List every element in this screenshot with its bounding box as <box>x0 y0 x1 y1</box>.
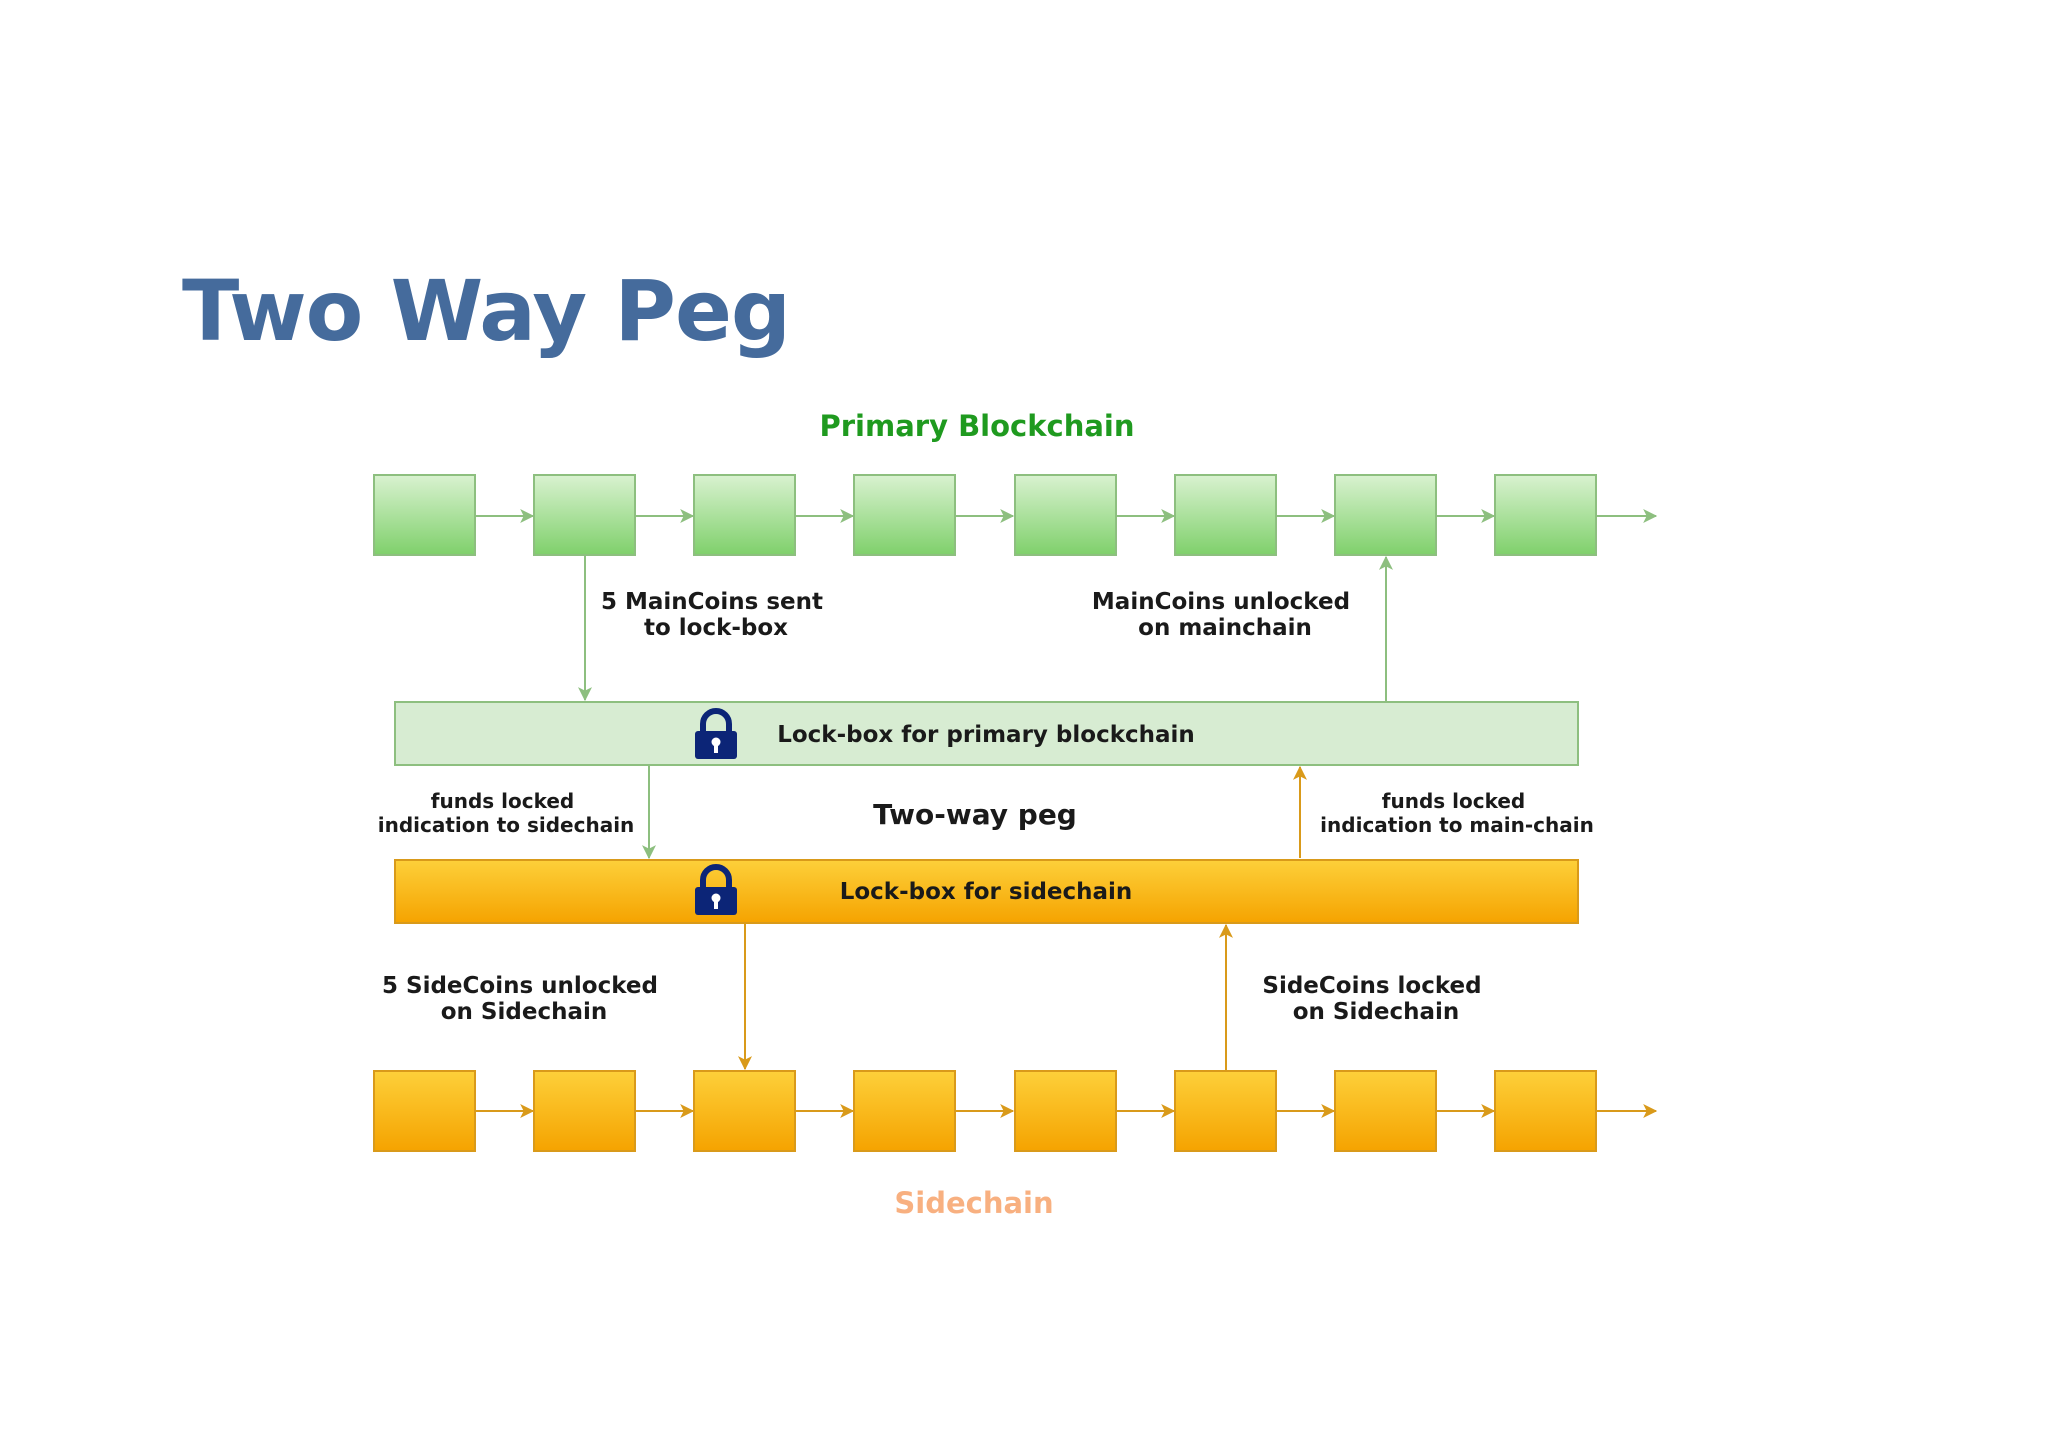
side-block <box>1014 1070 1117 1152</box>
primary-block <box>693 474 796 556</box>
lockbox-sidechain <box>394 859 1579 924</box>
side-block <box>533 1070 636 1152</box>
primary-block <box>1334 474 1437 556</box>
primary-chain-label: Primary Blockchain <box>819 409 1134 443</box>
funds-locked-to-sidechain-annotation: funds locked indication to sidechain <box>378 789 635 837</box>
sidecoins-unlocked-annotation: 5 SideCoins unlocked on Sidechain <box>382 973 666 1025</box>
side-block <box>1494 1070 1597 1152</box>
primary-block <box>373 474 476 556</box>
slide-title: Two Way Peg <box>182 262 791 360</box>
padlock-icon <box>695 708 737 759</box>
peg-label: Two-way peg <box>873 798 1077 831</box>
primary-block <box>1494 474 1597 556</box>
primary-block <box>533 474 636 556</box>
padlock-icon <box>695 864 737 915</box>
lockbox-sidechain-label: Lock-box for sidechain <box>840 879 1133 905</box>
side-block <box>373 1070 476 1152</box>
primary-block <box>853 474 956 556</box>
primary-lockbox-arrows <box>578 555 1393 702</box>
side-block <box>1174 1070 1277 1152</box>
sidechain <box>373 1070 1597 1152</box>
lockbox-primary-label: Lock-box for primary blockchain <box>777 722 1195 748</box>
side-block <box>1334 1070 1437 1152</box>
side-block <box>853 1070 956 1152</box>
funds-locked-to-mainchain-annotation: funds locked indication to main-chain <box>1320 789 1594 837</box>
primary-chain <box>373 474 1597 556</box>
maincoins-sent-annotation: 5 MainCoins sent to lock-box <box>601 589 831 641</box>
sidecoins-locked-annotation: SideCoins locked on Sidechain <box>1262 973 1489 1025</box>
primary-block <box>1014 474 1117 556</box>
sidechain-lockbox-arrows <box>738 923 1233 1071</box>
maincoins-unlocked-annotation: MainCoins unlocked on mainchain <box>1092 589 1358 641</box>
lockbox-primary <box>394 701 1579 766</box>
sidechain-label: Sidechain <box>894 1186 1053 1220</box>
side-block <box>693 1070 796 1152</box>
primary-block <box>1174 474 1277 556</box>
peg-arrows <box>642 765 1307 860</box>
